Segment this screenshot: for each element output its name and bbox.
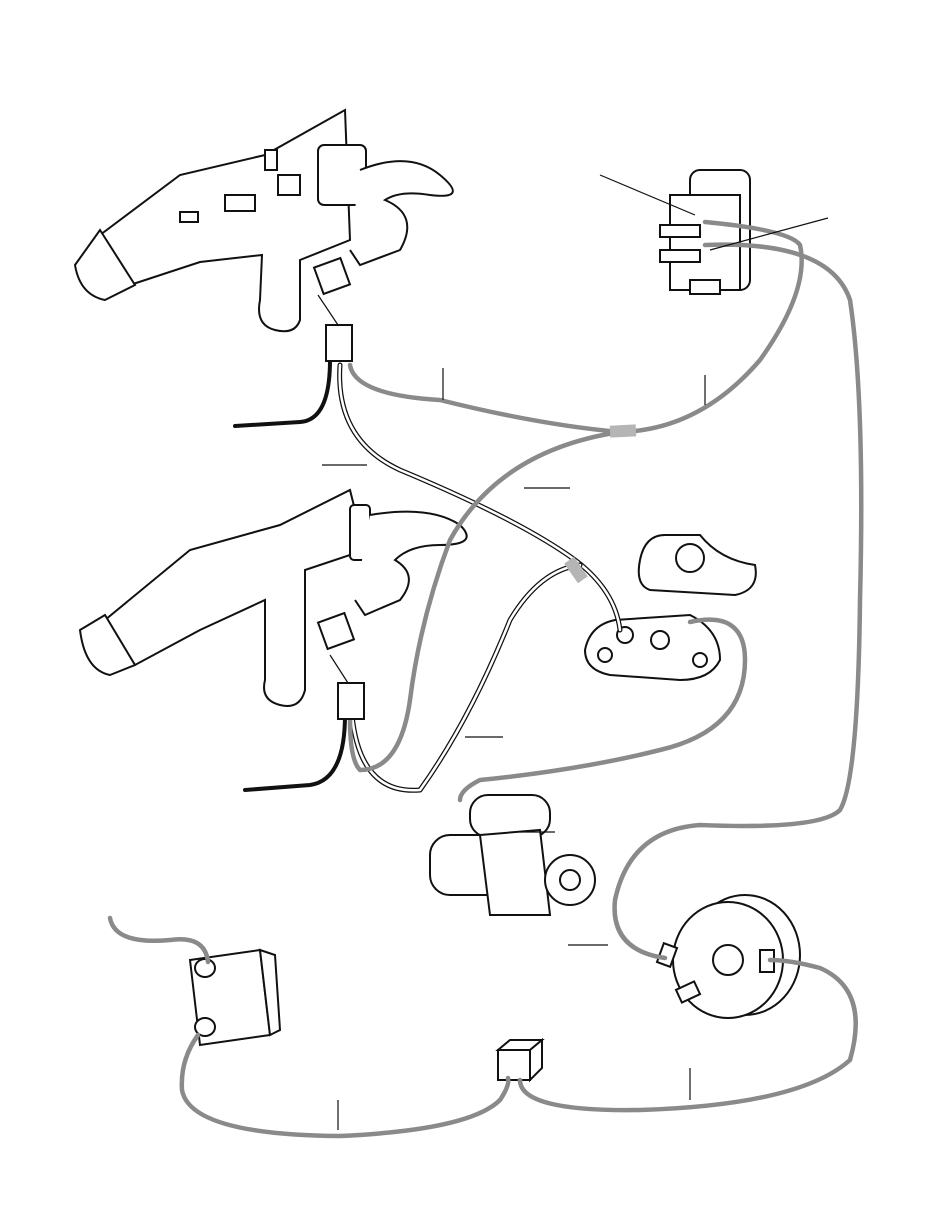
fuse-connector <box>495 1037 545 1083</box>
sleeve-upper <box>609 424 637 438</box>
control-handle-lower <box>78 488 468 707</box>
starter-solenoid <box>655 894 801 1019</box>
neutral-safety-switch <box>583 613 722 682</box>
leader-lines <box>317 174 829 1130</box>
sleeve-lower <box>564 556 588 584</box>
control-handle-upper <box>73 108 454 333</box>
circuit-breaker <box>188 948 282 1047</box>
switch-mounting-base <box>637 534 757 597</box>
starter-motor <box>429 794 596 916</box>
thin-wire-harness <box>337 362 623 793</box>
ground-wire-upper <box>233 358 332 428</box>
connector-upper <box>325 324 353 362</box>
main-wiring <box>107 219 864 1139</box>
connector-lower <box>337 682 365 720</box>
ground-wire-lower <box>243 713 347 792</box>
rocker-switch <box>659 169 751 295</box>
